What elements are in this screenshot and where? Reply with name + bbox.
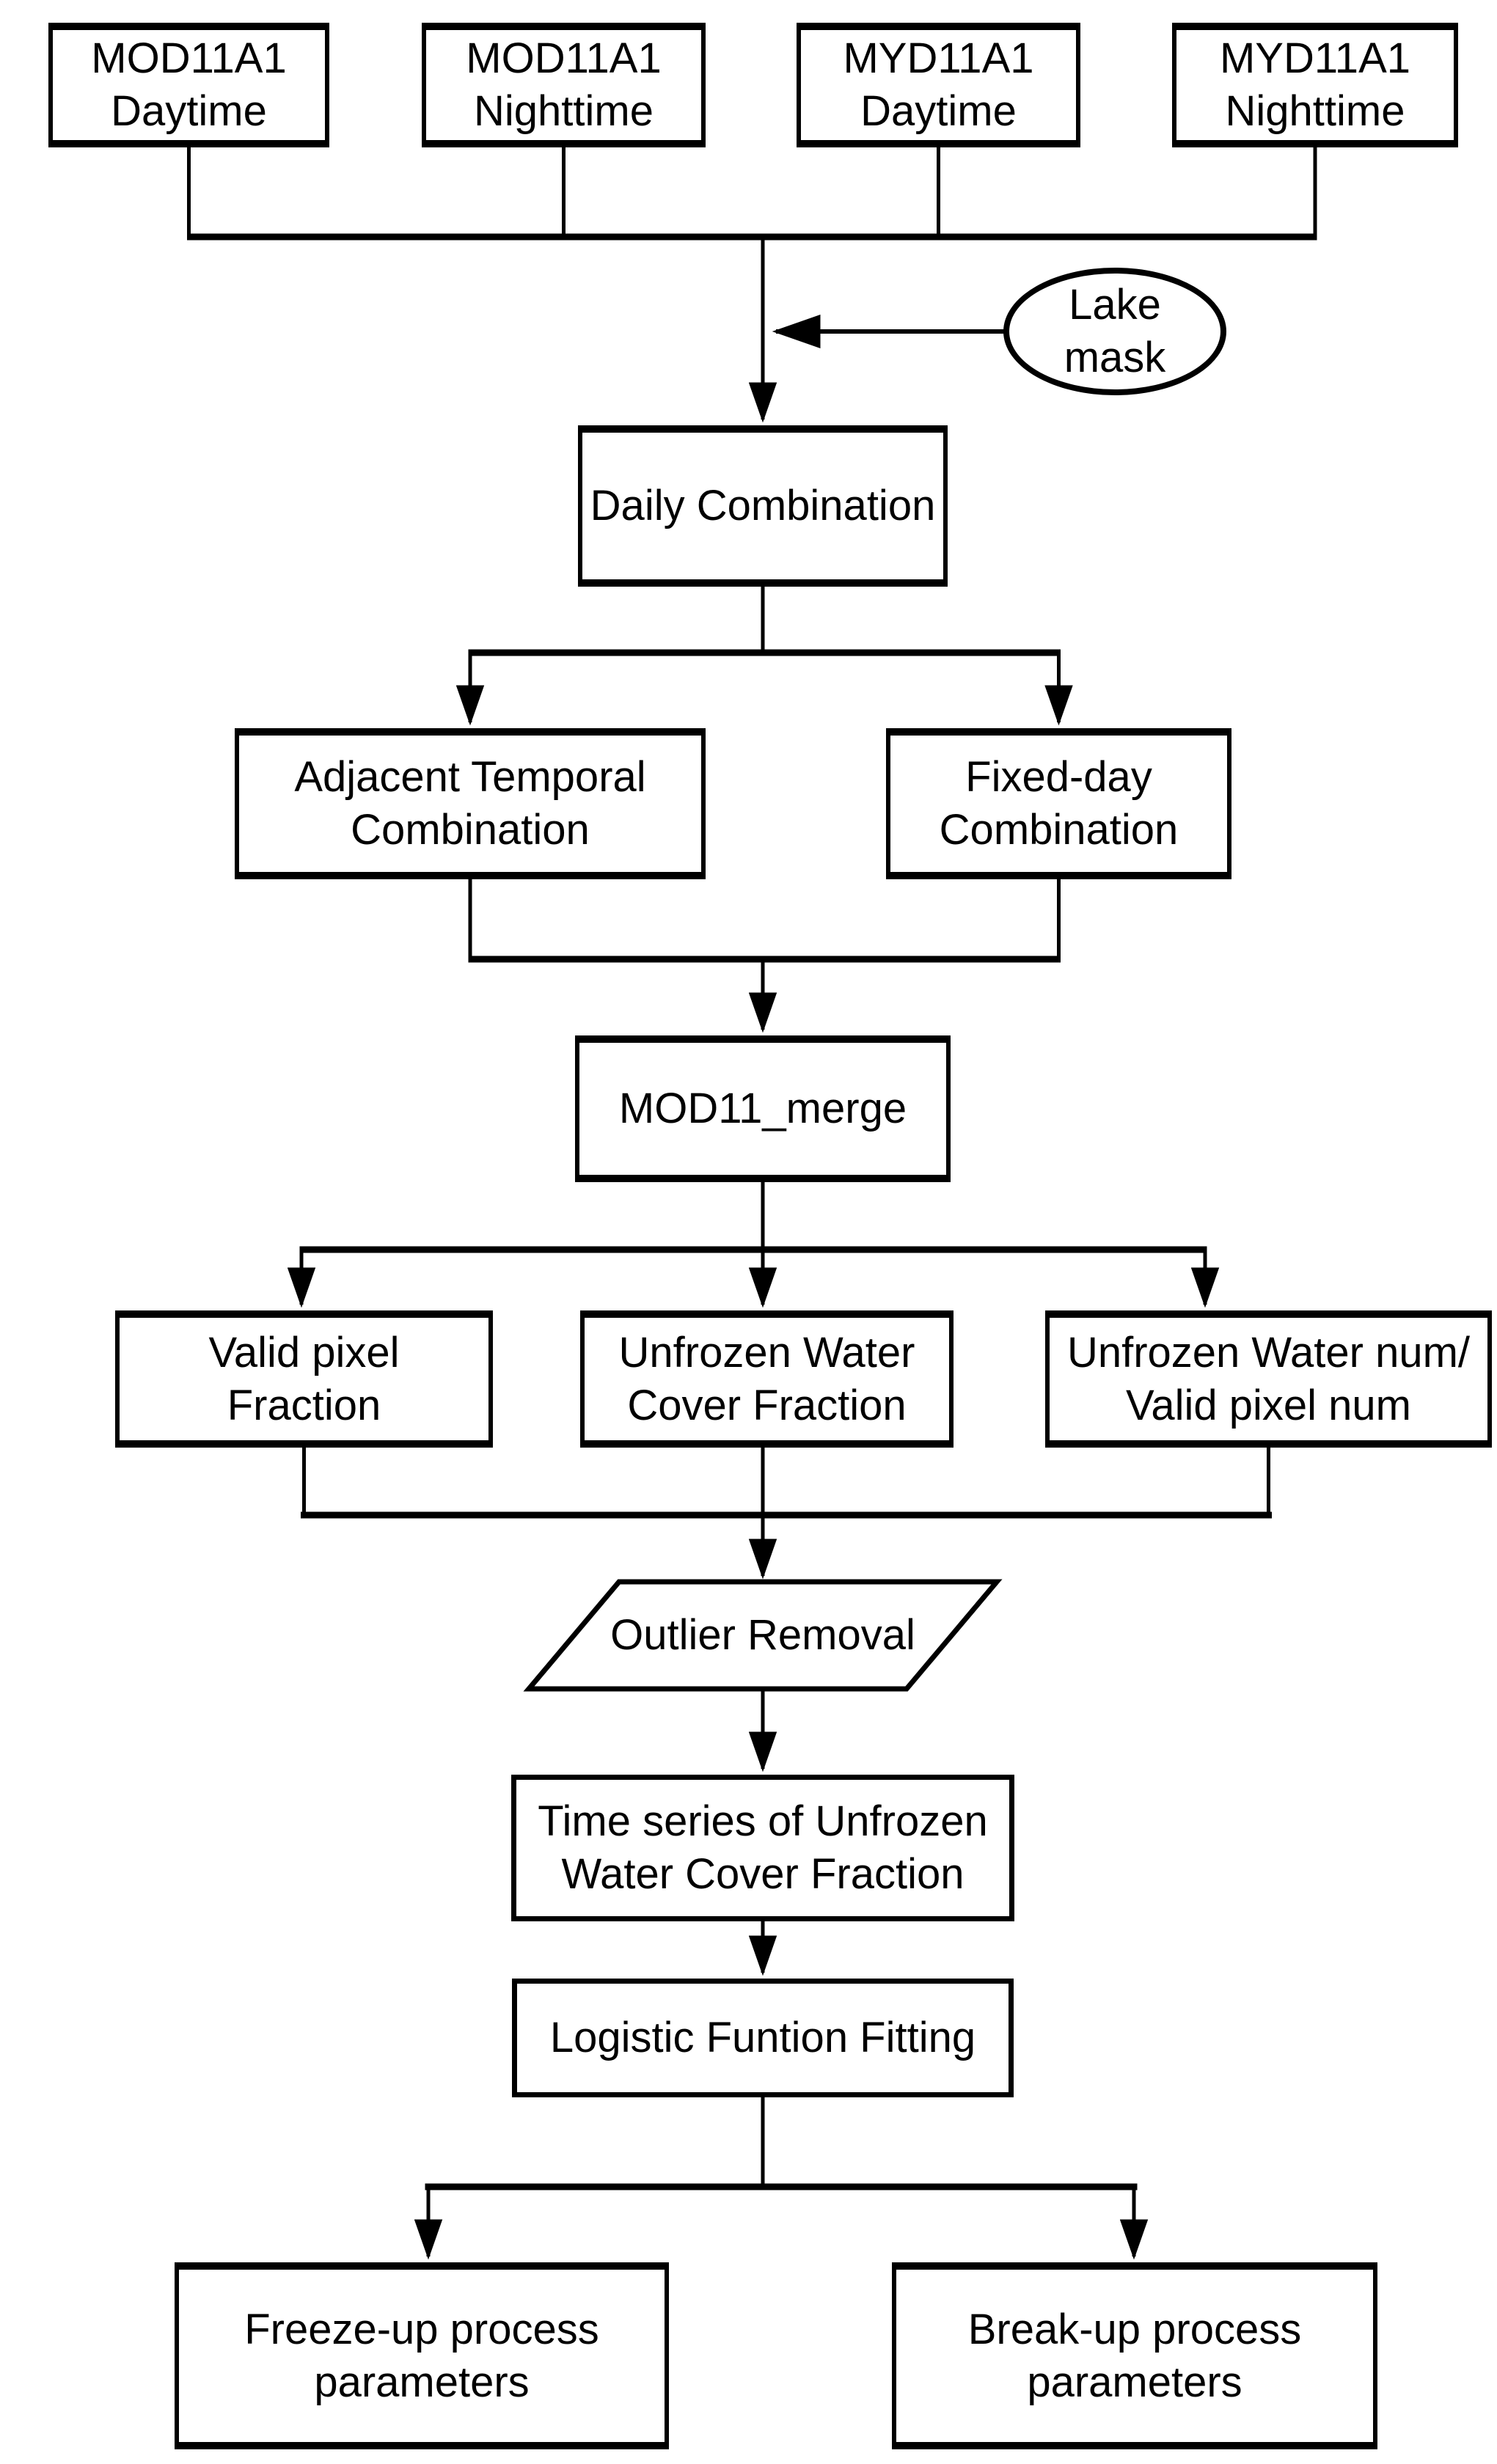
outlier-removal-shape [523,1579,1003,1692]
node-logistic-function-fitting: Logistic Funtion Fitting [512,1979,1014,2097]
node-adjacent-temporal-combination: Adjacent Temporal Combination [235,728,706,879]
node-valid-pixel-fraction-label: Valid pixel Fraction [208,1328,400,1429]
node-myd11a1-nighttime-label: MYD11A1 Nighttime [1219,34,1411,135]
node-fixed-day-combination-label: Fixed-day Combination [939,753,1179,854]
node-myd11a1-daytime: MYD11A1 Daytime [797,23,1080,147]
node-freeze-up-parameters: Freeze-up process parameters [175,2262,669,2449]
node-mod11-merge: MOD11_merge [575,1035,951,1182]
node-time-series-uwcf: Time series of Unfrozen Water Cover Frac… [511,1775,1014,1921]
node-adjacent-temporal-combination-label: Adjacent Temporal Combination [294,753,646,854]
node-unfrozen-water-cover-fraction-label: Unfrozen Water Cover Fraction [618,1328,915,1429]
node-valid-pixel-fraction: Valid pixel Fraction [115,1310,493,1448]
node-unfrozen-water-num-valid-pixel-num: Unfrozen Water num/ Valid pixel num [1045,1310,1492,1448]
node-mod11-merge-label: MOD11_merge [618,1085,907,1133]
node-break-up-parameters: Break-up process parameters [892,2262,1377,2449]
node-unfrozen-water-num-valid-pixel-num-label: Unfrozen Water num/ Valid pixel num [1066,1328,1471,1429]
node-mod11a1-daytime-label: MOD11A1 Daytime [91,34,287,135]
node-time-series-uwcf-label: Time series of Unfrozen Water Cover Frac… [538,1797,988,1898]
node-outlier-removal: Outlier Removal [579,1584,946,1687]
node-logistic-function-fitting-label: Logistic Funtion Fitting [549,2014,976,2062]
node-lake-mask: Lake mask [1003,268,1226,395]
node-daily-combination: Daily Combination [578,425,948,587]
node-daily-combination-label: Daily Combination [590,482,936,530]
node-lake-mask-label: Lake mask [1064,281,1166,381]
node-outlier-removal-label: Outlier Removal [610,1611,915,1660]
node-mod11a1-daytime: MOD11A1 Daytime [48,23,329,147]
node-unfrozen-water-cover-fraction: Unfrozen Water Cover Fraction [580,1310,954,1448]
node-freeze-up-parameters-label: Freeze-up process parameters [244,2305,599,2406]
node-fixed-day-combination: Fixed-day Combination [886,728,1231,879]
node-myd11a1-daytime-label: MYD11A1 Daytime [843,34,1034,135]
node-mod11a1-nighttime-label: MOD11A1 Nighttime [466,34,662,135]
node-mod11a1-nighttime: MOD11A1 Nighttime [422,23,706,147]
node-myd11a1-nighttime: MYD11A1 Nighttime [1172,23,1458,147]
node-break-up-parameters-label: Break-up process parameters [967,2305,1302,2406]
